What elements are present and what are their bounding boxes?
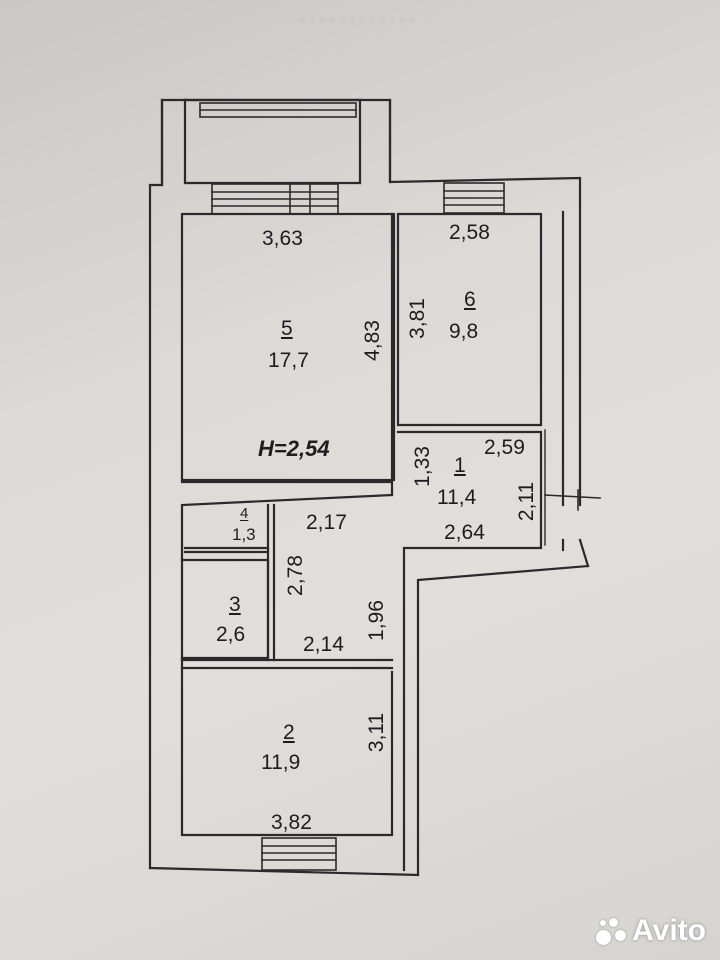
- windows: [199, 102, 601, 871]
- dim-room-6-depth: 3,81: [405, 298, 429, 339]
- room-4-wall: [183, 546, 270, 554]
- avito-watermark: Avito: [596, 914, 706, 948]
- room-3-number: 3: [229, 593, 241, 616]
- room-6-outline: [396, 212, 543, 427]
- dim-corridor-width: 2,17: [306, 511, 347, 534]
- avito-dots-icon: [596, 916, 627, 946]
- hall-outline: [396, 430, 543, 872]
- room-1-area: 11,4: [437, 486, 477, 509]
- dim-hall-left-depth: 1,33: [410, 446, 434, 487]
- dim-room-6-width: 2,58: [449, 221, 490, 244]
- stair-cut-wall: [416, 564, 590, 877]
- room-6-area: 9,8: [449, 320, 479, 343]
- corridor-outline: [180, 493, 394, 837]
- entry-door-mark: [544, 489, 601, 511]
- outer-walls: [148, 98, 590, 877]
- right-outer-wall: [561, 204, 590, 568]
- room-1-number: 1: [454, 454, 466, 477]
- dim-room-2-width: 3,82: [271, 811, 312, 834]
- show-through-text: . . . . . . . . . . . .: [300, 6, 416, 26]
- room-2-top-wall: [180, 658, 394, 670]
- ceiling-height-label: H=2,54: [258, 436, 330, 461]
- dim-corridor-right-depth: 1,96: [364, 600, 388, 641]
- dim-room-5-depth: 4,83: [360, 320, 384, 361]
- room-3-side-wall: [266, 503, 276, 662]
- room-5-number: 5: [281, 317, 293, 340]
- balcony-side-wall: [160, 98, 187, 187]
- dim-hall-right-depth: 2,11: [515, 481, 539, 522]
- dim-room-2-depth: 3,11: [365, 712, 389, 753]
- room-2-area: 11,9: [261, 751, 301, 774]
- dim-hall-bottom-width: 2,64: [444, 521, 485, 544]
- balcony-right-wall: [358, 98, 392, 185]
- dim-room-5-width: 3,63: [262, 227, 303, 250]
- room-4-area: 1,3: [232, 525, 256, 544]
- bottom-outer-wall: [148, 866, 420, 877]
- dim-corridor-depth: 2,78: [283, 555, 307, 596]
- dim-hall-top-width: 2,59: [484, 436, 525, 459]
- room-5-area: 17,7: [268, 349, 309, 372]
- window-room-2: [261, 837, 337, 871]
- avito-wordmark: Avito: [632, 914, 706, 947]
- room-walls: [180, 212, 546, 872]
- dim-corridor-bottom-width: 2,14: [303, 633, 344, 656]
- room-4-number: 4: [240, 505, 249, 522]
- room-3-area: 2,6: [216, 623, 246, 646]
- room-2-number: 2: [283, 721, 295, 744]
- room-6-number: 6: [464, 288, 476, 311]
